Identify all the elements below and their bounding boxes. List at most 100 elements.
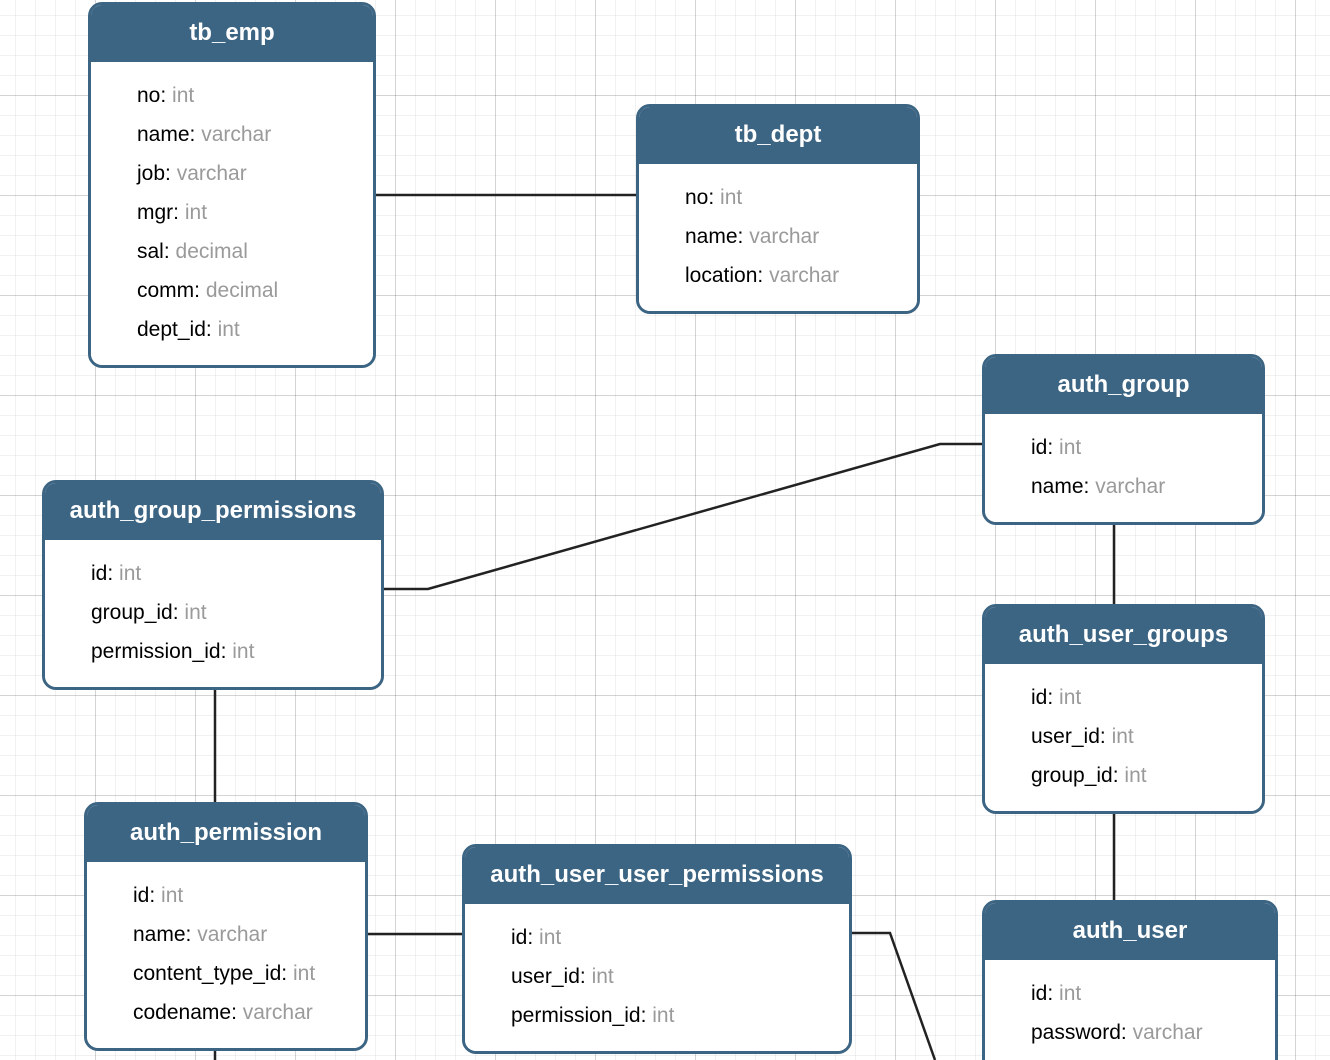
field-type: int [232, 640, 255, 663]
relationship-line [383, 442, 983, 591]
field-name: sal [137, 240, 164, 263]
field-name: mgr [137, 201, 174, 224]
field-name: permission_id [91, 640, 221, 663]
field-type: int [539, 926, 562, 949]
field-separator: : [205, 318, 218, 341]
field-separator: : [1099, 725, 1112, 748]
entity-title-auth_group_permissions: auth_group_permissions [45, 483, 381, 540]
field-row: job: varchar [91, 154, 373, 193]
field-row: user_id: int [985, 717, 1262, 756]
field-type: int [1059, 436, 1082, 459]
field-type: int [652, 1004, 675, 1027]
field-separator: : [185, 923, 198, 946]
entity-title-tb_dept: tb_dept [639, 107, 917, 164]
field-type: int [1124, 764, 1147, 787]
field-name: id [1031, 686, 1048, 709]
entity-title-auth_user_groups: auth_user_groups [985, 607, 1262, 664]
field-name: name [685, 225, 738, 248]
field-type: int [172, 84, 195, 107]
field-separator: : [737, 225, 750, 248]
field-separator: : [1047, 982, 1060, 1005]
field-row: id: int [985, 428, 1262, 467]
field-type: varchar [201, 123, 272, 146]
field-name: no [137, 84, 161, 107]
field-separator: : [640, 1004, 653, 1027]
field-row: no: int [639, 178, 917, 217]
field-name: group_id [1031, 764, 1113, 787]
field-separator: : [107, 562, 120, 585]
field-separator: : [1120, 1021, 1133, 1044]
field-row: no: int [91, 76, 373, 115]
field-row: group_id: int [985, 756, 1262, 795]
field-row: mgr: int [91, 193, 373, 232]
field-type: int [720, 186, 743, 209]
field-row: id: int [45, 554, 381, 593]
entity-title-auth_user: auth_user [985, 903, 1275, 960]
field-type: int [161, 884, 184, 907]
field-row: id: int [87, 876, 365, 915]
field-type: varchar [749, 225, 820, 248]
field-name: content_type_id [133, 962, 282, 985]
field-name: permission_id [511, 1004, 641, 1027]
field-separator: : [172, 601, 185, 624]
field-name: name [1031, 475, 1084, 498]
field-type: int [217, 318, 240, 341]
field-separator: : [527, 926, 540, 949]
field-separator: : [281, 962, 293, 985]
field-name: group_id [91, 601, 173, 624]
field-row: id: int [985, 678, 1262, 717]
field-name: user_id [1031, 725, 1100, 748]
field-row: id: int [465, 918, 849, 957]
field-row: name: varchar [985, 467, 1262, 506]
field-type: int [1059, 982, 1082, 1005]
field-name: password [1031, 1021, 1121, 1044]
entity-title-auth_group: auth_group [985, 357, 1262, 414]
field-row: codename: varchar [87, 993, 365, 1032]
field-type: varchar [197, 923, 268, 946]
field-name: id [1031, 982, 1048, 1005]
field-row: last_login: datetime [985, 1052, 1275, 1060]
field-name: id [91, 562, 108, 585]
field-type: varchar [1132, 1021, 1203, 1044]
field-row: name: varchar [91, 115, 373, 154]
field-name: dept_id [137, 318, 206, 341]
field-separator: : [231, 1001, 243, 1024]
field-name: name [137, 123, 190, 146]
field-type: int [184, 201, 208, 224]
field-row: name: varchar [87, 915, 365, 954]
field-row: group_id: int [45, 593, 381, 632]
field-row: id: int [985, 974, 1275, 1013]
field-name: location [685, 264, 758, 287]
field-name: id [511, 926, 528, 949]
field-row: sal: decimal [91, 232, 373, 271]
field-separator: : [149, 884, 162, 907]
field-row: password: varchar [985, 1013, 1275, 1052]
field-separator: : [708, 186, 721, 209]
field-separator: : [165, 162, 177, 185]
field-row: name: varchar [639, 217, 917, 256]
entity-title-tb_emp: tb_emp [91, 5, 373, 62]
field-type: varchar [242, 1001, 313, 1024]
field-row: permission_id: int [465, 996, 849, 1035]
field-type: decimal [205, 279, 279, 302]
field-separator: : [163, 240, 176, 263]
field-type: int [1111, 725, 1134, 748]
field-row: location: varchar [639, 256, 917, 295]
field-separator: : [189, 123, 202, 146]
field-separator: : [1047, 686, 1060, 709]
